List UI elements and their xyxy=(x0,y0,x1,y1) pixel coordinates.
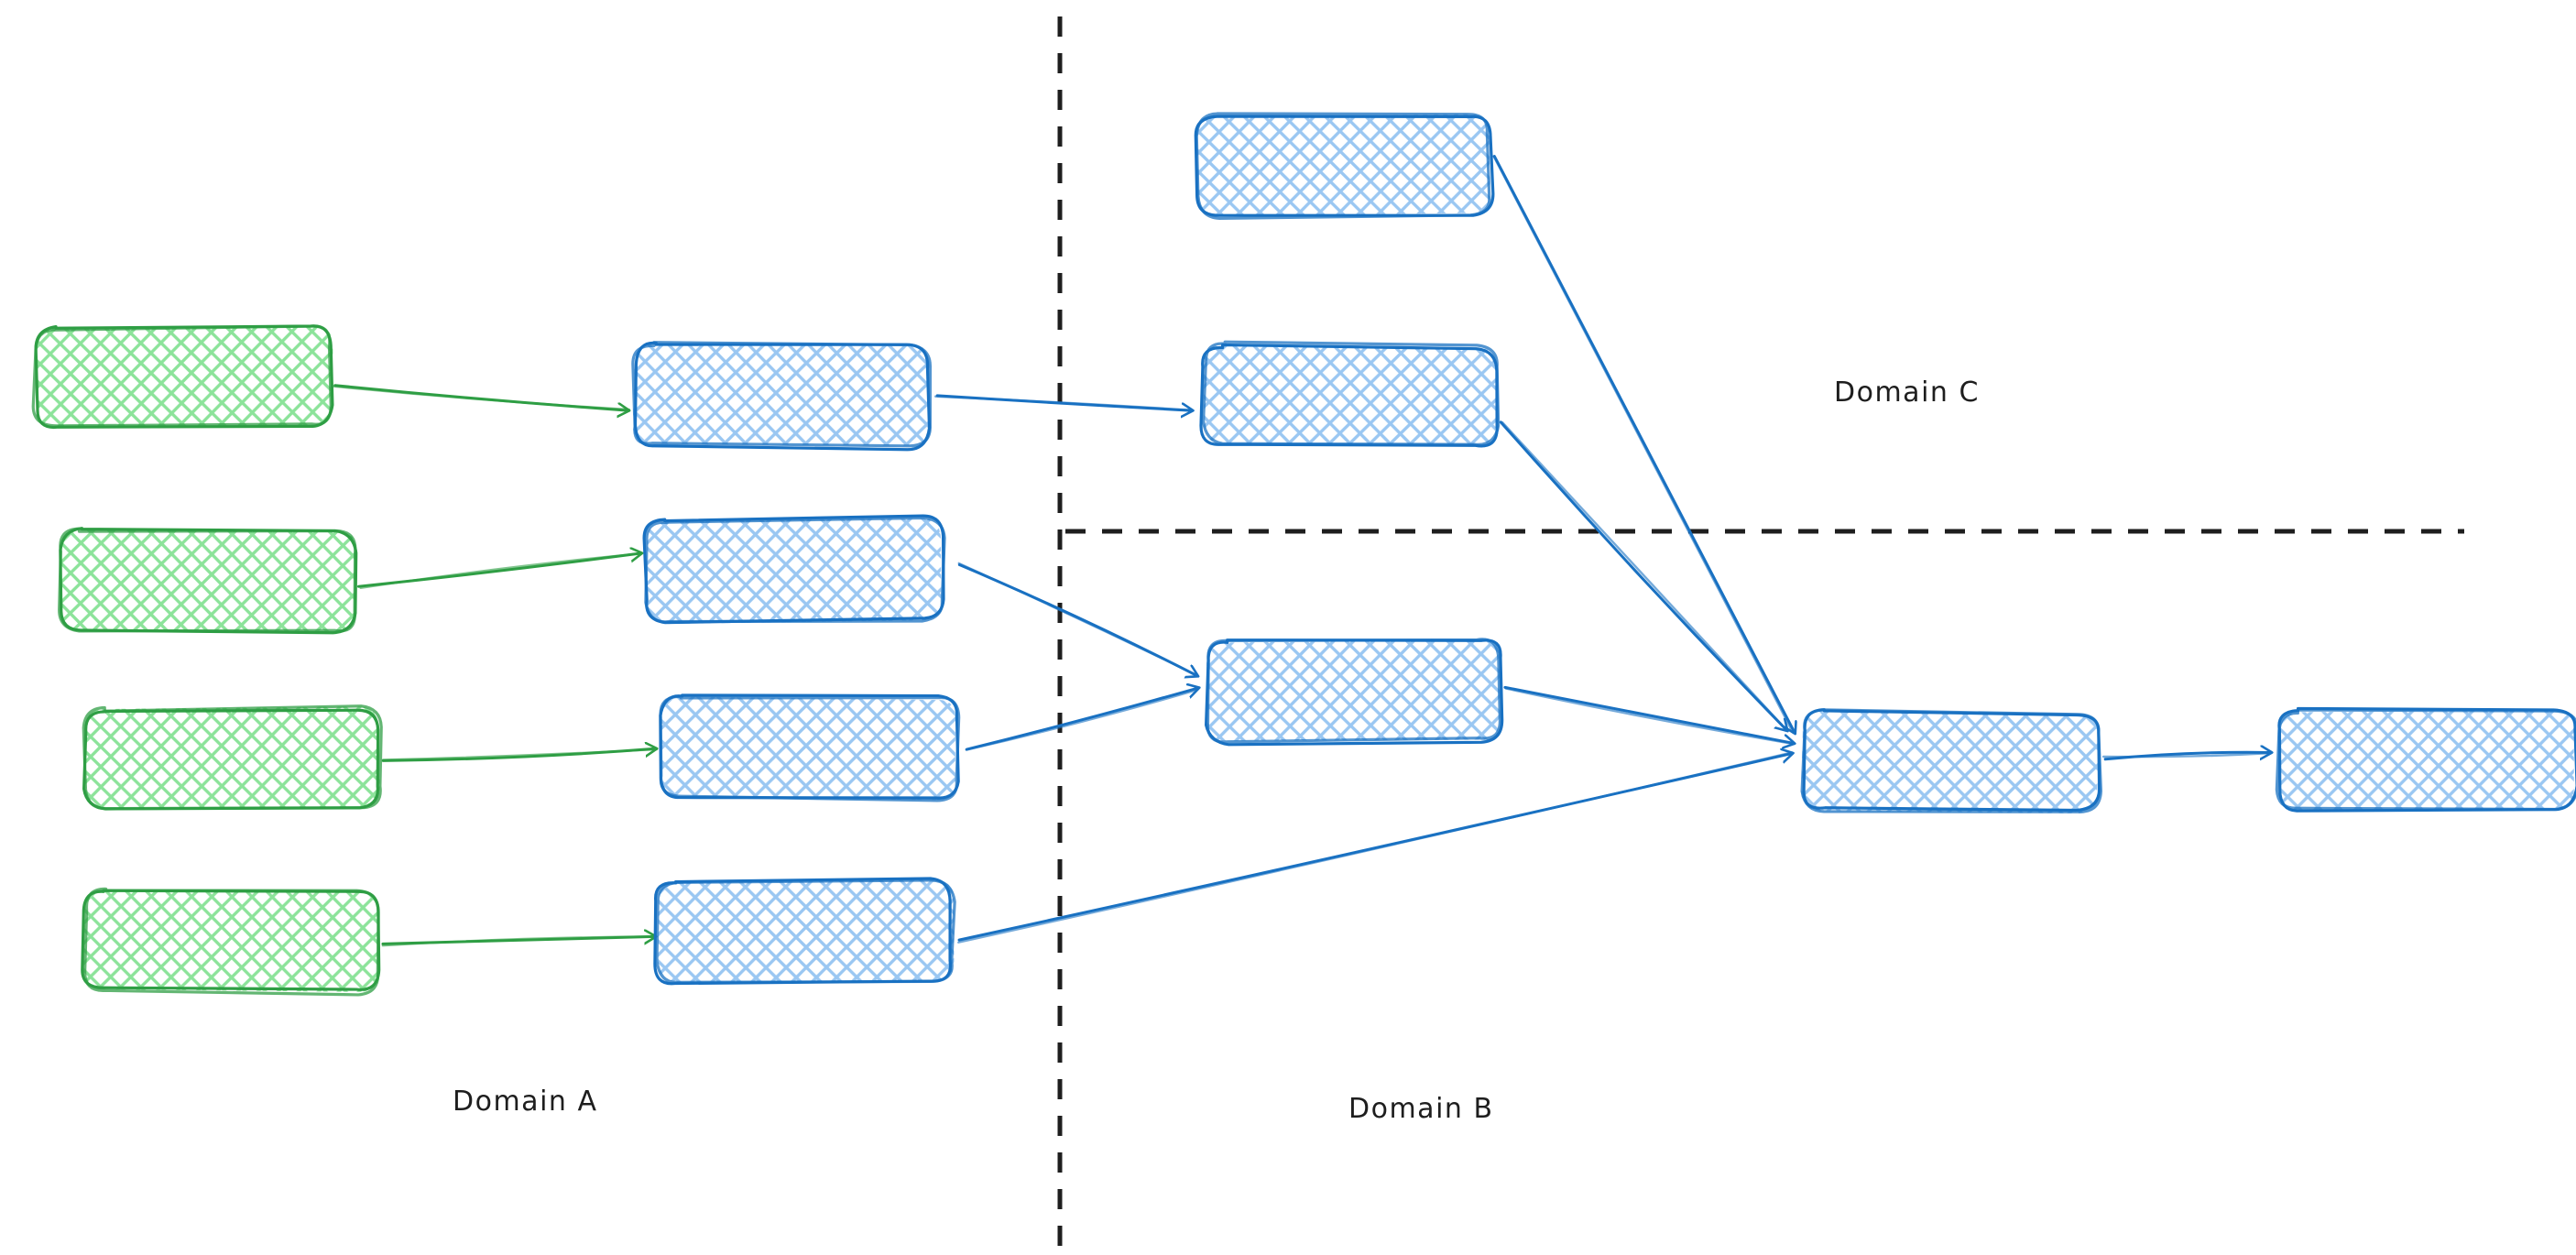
domain-dividers xyxy=(1057,16,2464,1248)
edge-stroke xyxy=(957,562,1199,677)
edge-stroke xyxy=(1492,155,1795,734)
node-c3[interactable] xyxy=(1205,638,1504,747)
edge-stroke xyxy=(965,688,1197,751)
domain-label-domain-a[interactable]: Domain A xyxy=(453,1086,598,1118)
node-outline xyxy=(644,516,946,624)
edge-stroke xyxy=(2101,752,2272,758)
edge-stroke xyxy=(359,551,643,589)
edge-e-c1-hub[interactable] xyxy=(1492,155,1795,734)
edge-stroke xyxy=(933,395,1194,411)
node-fill xyxy=(1196,114,1490,216)
edge-stroke xyxy=(332,385,631,411)
node-outline xyxy=(82,704,383,811)
node-outline xyxy=(655,878,956,984)
node-a2[interactable] xyxy=(58,527,358,635)
edge-e-c2-hub[interactable] xyxy=(1499,420,1787,730)
edge-stroke xyxy=(381,748,659,761)
edge-e-b2-c3[interactable] xyxy=(957,562,1199,677)
node-b3[interactable] xyxy=(659,693,961,802)
node-fill xyxy=(1801,711,2099,813)
node-hitbox-a4[interactable] xyxy=(84,890,379,991)
edge-stroke xyxy=(1499,420,1786,730)
node-hitbox-b3[interactable] xyxy=(661,698,956,799)
node-fill xyxy=(632,344,930,446)
node-hitbox-c3[interactable] xyxy=(1207,641,1501,740)
node-hitbox-a2[interactable] xyxy=(60,529,355,630)
node-outline xyxy=(1800,708,2103,813)
edge-stroke xyxy=(381,935,657,947)
node-b4[interactable] xyxy=(653,877,956,986)
node-hitbox-b4[interactable] xyxy=(658,881,953,982)
node-hitbox-a1[interactable] xyxy=(37,326,332,427)
node-outline xyxy=(2275,708,2576,812)
node-hitbox-a3[interactable] xyxy=(84,707,379,808)
node-outline xyxy=(1195,112,1491,221)
node-outline xyxy=(58,527,357,633)
node-fill xyxy=(2279,710,2574,811)
edge-e-b1-c2[interactable] xyxy=(933,394,1194,411)
node-outline xyxy=(31,324,333,428)
node-b1[interactable] xyxy=(631,341,933,452)
node-hitbox-c2[interactable] xyxy=(1203,346,1496,445)
node-fill xyxy=(83,889,379,992)
node-outline xyxy=(1202,340,1501,446)
node-a1[interactable] xyxy=(31,324,334,430)
node-fill xyxy=(647,518,942,625)
node-hitbox-out[interactable] xyxy=(2279,711,2574,810)
node-c1[interactable] xyxy=(1194,112,1495,221)
node-fill xyxy=(1206,640,1501,741)
domain-label-domain-c[interactable]: Domain C xyxy=(1834,376,1980,409)
edge-layer xyxy=(332,155,2272,947)
node-fill xyxy=(658,878,955,983)
node-outline xyxy=(631,341,933,448)
node-hitbox-hub[interactable] xyxy=(1803,713,2098,812)
edge-e-a4-b4[interactable] xyxy=(381,935,657,947)
edge-stroke xyxy=(957,751,1794,944)
node-fill xyxy=(84,706,380,811)
node-out[interactable] xyxy=(2275,706,2576,813)
node-outline xyxy=(659,694,961,802)
node-hitbox-b1[interactable] xyxy=(634,344,929,445)
node-layer xyxy=(31,112,2576,997)
node-hub[interactable] xyxy=(1800,708,2103,813)
node-a3[interactable] xyxy=(82,704,383,811)
domain-label-domain-b[interactable]: Domain B xyxy=(1348,1093,1494,1125)
edge-e-b4-hub[interactable] xyxy=(957,751,1794,944)
node-hitbox-b2[interactable] xyxy=(647,520,942,621)
edge-e-a3-b3[interactable] xyxy=(381,748,659,762)
edge-e-hub-out[interactable] xyxy=(2101,752,2272,761)
edge-stroke xyxy=(1503,685,1793,743)
node-b2[interactable] xyxy=(642,514,946,625)
node-a4[interactable] xyxy=(81,887,381,997)
node-c2[interactable] xyxy=(1199,340,1501,448)
edge-stroke xyxy=(1504,687,1796,746)
edge-e-a2-b2[interactable] xyxy=(356,551,643,589)
edge-stroke xyxy=(965,688,1199,751)
node-outline xyxy=(1206,638,1501,744)
node-hitbox-c1[interactable] xyxy=(1197,115,1490,214)
node-outline xyxy=(633,341,932,452)
edge-e-c3-hub[interactable] xyxy=(1503,685,1796,746)
node-fill xyxy=(59,529,357,631)
node-fill xyxy=(36,324,333,428)
edge-e-a1-b1[interactable] xyxy=(332,384,631,411)
node-fill xyxy=(1203,344,1497,447)
node-outline xyxy=(82,887,380,997)
edge-e-b3-c3[interactable] xyxy=(965,688,1199,751)
node-fill xyxy=(660,696,955,801)
edge-stroke xyxy=(1501,420,1787,730)
